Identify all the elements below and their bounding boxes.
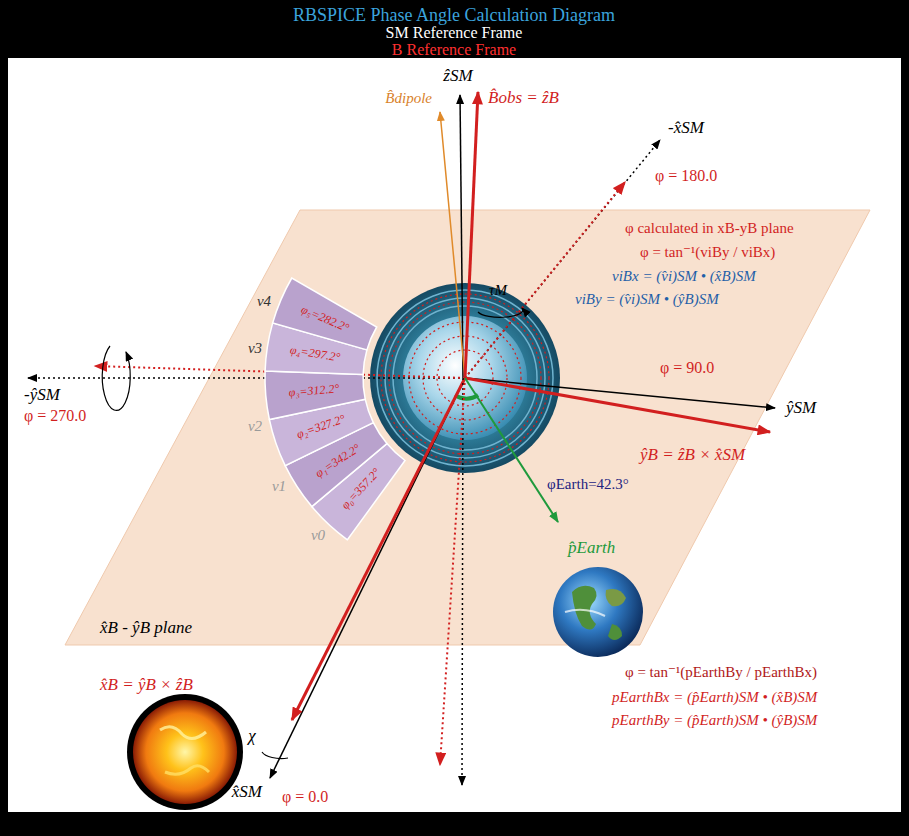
sun xyxy=(127,694,243,810)
angle-label: φ = 90.0 xyxy=(660,359,714,377)
formula: pEarthBx = (p̂Earth)SM • (x̂B)SM xyxy=(612,689,817,706)
rotation-arc xyxy=(102,346,130,410)
formula: viBy = (v̂i)SM • (ŷB)SM xyxy=(575,291,719,308)
angle-label: φ = 270.0 xyxy=(24,407,86,425)
axis-label: x̂SM xyxy=(232,783,262,802)
axis-label: ŷSM xyxy=(786,399,816,418)
sector-angle: φ₂=327.2° xyxy=(295,413,347,442)
sector-fan xyxy=(265,278,405,540)
frame-title: SM Reference Frame xyxy=(386,24,523,42)
continent xyxy=(606,589,626,606)
axis-label: ẑSM xyxy=(443,67,472,86)
panel xyxy=(8,58,901,812)
earth-disc xyxy=(553,567,643,657)
plane-label: x̂B - ŷB plane xyxy=(100,619,192,638)
frame-title: B Reference Frame xyxy=(392,41,516,59)
sector-angle: φ₄=297.2° xyxy=(289,344,341,365)
x-sm-axis xyxy=(270,378,465,778)
y-sm-axis xyxy=(465,378,775,408)
sun-disc xyxy=(133,700,237,804)
velocity-label: v4 xyxy=(257,293,271,310)
sector-angle: φ₀=357.2° xyxy=(339,466,383,512)
velocity-label: v3 xyxy=(248,340,262,357)
axis-label: ŷB = ẑB × x̂SM xyxy=(640,446,745,465)
sector xyxy=(265,371,365,420)
cloud xyxy=(565,610,605,616)
continent xyxy=(608,624,622,640)
diagram-title: RBSPICE Phase Angle Calculation Diagram xyxy=(293,6,615,26)
minus-z-b-axis xyxy=(440,378,465,765)
sun-backdrop xyxy=(127,694,243,810)
symbol-label: τM xyxy=(489,282,507,299)
x-b-axis xyxy=(292,378,465,720)
dipole-axis xyxy=(440,112,465,378)
formula: φ = tan⁻¹(viBy / viBx) xyxy=(640,244,775,261)
earth xyxy=(553,567,643,657)
sector-angle: φ₅=282.2° xyxy=(299,303,351,335)
earth-angle-arc xyxy=(455,395,478,399)
axis-label: B̂obs = ẑB xyxy=(488,89,559,108)
earth-direction xyxy=(465,378,558,522)
axis-label: B̂dipole xyxy=(385,90,432,107)
tau-arc xyxy=(478,308,523,317)
velocity-label: v1 xyxy=(272,478,286,495)
axis-label: -x̂SM xyxy=(668,119,704,138)
axis-label: x̂B = ŷB × ẑB xyxy=(100,676,193,695)
velocity-label: v0 xyxy=(311,527,325,544)
axis-label: -ŷSM xyxy=(24,386,60,405)
angle-label: φEarth=42.3° xyxy=(547,476,629,493)
minus-x-sm-axis xyxy=(465,140,660,378)
angle-label: φ = 180.0 xyxy=(655,167,717,185)
y-b-axis xyxy=(465,378,770,432)
formula: pEarthBy = (p̂Earth)SM • (ŷB)SM xyxy=(612,712,817,729)
minus-y-sm-axis xyxy=(28,377,465,379)
minus-x-b-axis xyxy=(465,182,625,378)
continent xyxy=(572,586,597,630)
sector-angle: φ₃=312.2° xyxy=(288,382,340,400)
formula: φ = tan⁻¹(pEarthBy / pEarthBx) xyxy=(625,664,817,681)
z-b-axis xyxy=(465,92,478,378)
angle-label: φ = 0.0 xyxy=(282,788,328,806)
axes xyxy=(28,92,775,785)
plane xyxy=(65,210,870,645)
sector-angle: φ₁=342.2° xyxy=(313,441,363,480)
formula: φ calculated in xB-yB plane xyxy=(625,220,794,237)
sector xyxy=(273,278,377,350)
minus-z-sm-axis xyxy=(462,378,463,785)
formula: viBx = (v̂i)SM • (x̂B)SM xyxy=(612,268,756,285)
sun-flare xyxy=(160,727,206,739)
chi-arc xyxy=(262,752,288,759)
axis-label: p̂Earth xyxy=(568,539,615,558)
symbol-label: χ xyxy=(248,727,255,746)
sun-flare xyxy=(165,766,209,775)
velocity-label: v2 xyxy=(248,418,262,435)
